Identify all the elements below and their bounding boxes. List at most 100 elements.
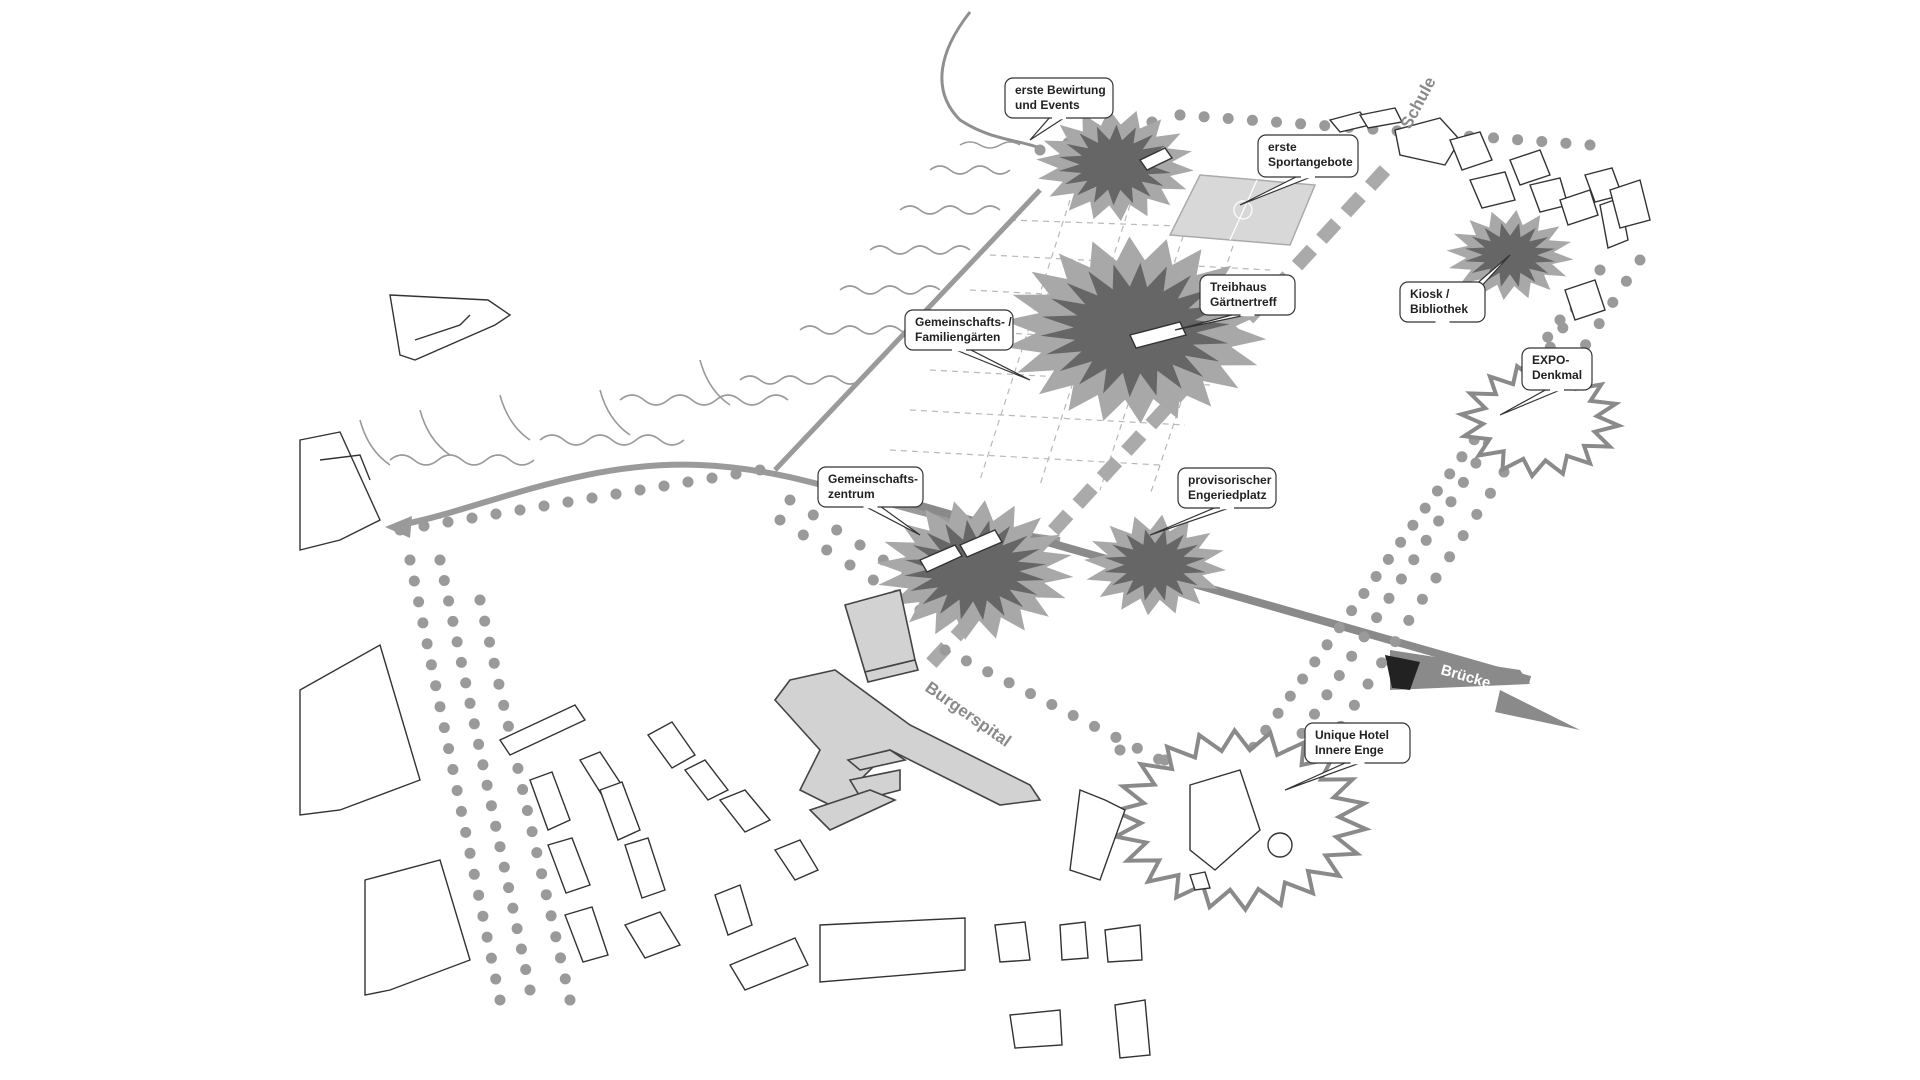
tree-dot <box>1620 275 1632 287</box>
tree-dot <box>1457 530 1469 542</box>
tree-dot <box>507 902 519 914</box>
tree-dot <box>502 720 514 732</box>
tree-dot <box>1484 487 1496 499</box>
tree-dot <box>831 524 843 536</box>
tree-dot <box>1430 572 1442 584</box>
tree-dot <box>1089 720 1100 732</box>
burst-greenhouse <box>1003 236 1267 424</box>
tree-dot <box>854 539 866 551</box>
tree-dot <box>515 943 527 955</box>
tree-dot <box>417 617 429 629</box>
callout-expo-line: Denkmal <box>1532 368 1582 382</box>
tree-dot <box>982 666 994 678</box>
tree-dot <box>545 910 557 922</box>
river-line <box>940 11 1041 150</box>
tree-dot <box>494 841 506 853</box>
callout-gardens-line: Familiengärten <box>915 330 1000 344</box>
tree-dot <box>1034 144 1046 156</box>
tree-dot <box>1382 553 1394 565</box>
tree-dot <box>730 468 742 480</box>
tree-dot <box>1376 657 1388 669</box>
tree-dot <box>960 655 972 667</box>
tree-dot <box>706 472 718 484</box>
callout-community-line: Gemeinschafts- <box>828 472 918 486</box>
tree-dot <box>867 574 879 586</box>
tree-dot <box>1584 139 1596 151</box>
tree-dot <box>821 544 833 556</box>
tree-dot <box>1174 109 1186 121</box>
tree-dot <box>555 952 566 964</box>
tree-dot <box>1348 699 1360 711</box>
tree-dot <box>1433 515 1445 527</box>
tree-dot <box>754 464 766 476</box>
tree-dot <box>438 575 450 586</box>
tree-dot <box>1198 111 1210 123</box>
tree-dot <box>1333 622 1345 634</box>
callout-community: Gemeinschafts-zentrum <box>817 466 924 536</box>
tree-dot <box>408 575 420 587</box>
tree-dot <box>493 678 505 690</box>
tree-dot <box>1593 318 1605 330</box>
callout-kiosk-line: Bibliothek <box>1410 302 1468 316</box>
tree-dot <box>550 931 562 943</box>
tree-dot <box>1419 502 1431 514</box>
tree-dot <box>520 964 532 975</box>
burst-catering-core <box>1058 124 1172 206</box>
callout-catering-line: und Events <box>1015 98 1080 112</box>
tree-dot <box>443 743 455 755</box>
tree-dot <box>1114 744 1126 756</box>
tree-dot <box>1333 670 1345 681</box>
tree-dot <box>503 882 515 894</box>
tree-dot <box>1560 137 1572 149</box>
tree-dot <box>1407 519 1419 531</box>
callout-greenhouse-line: Treibhaus <box>1210 280 1267 294</box>
callout-pointer <box>950 347 1031 381</box>
hospital-complex <box>773 589 1042 831</box>
tree-dot <box>1046 699 1058 710</box>
tree-dot <box>511 923 523 935</box>
site-boundary-dashed <box>919 165 1391 675</box>
tree-dot <box>774 514 786 526</box>
tree-dot <box>524 984 536 996</box>
tree-dot <box>1362 678 1374 690</box>
tree-dot <box>1403 614 1415 626</box>
tree-dot <box>1395 573 1407 585</box>
tree-dot <box>479 615 491 627</box>
callout-square-line: provisorischer <box>1188 473 1272 487</box>
tree-dot <box>586 492 598 504</box>
callout-expo: EXPO-Denkmal <box>1499 347 1593 416</box>
tree-dot <box>1445 496 1457 508</box>
tree-dot <box>1358 588 1370 599</box>
tree-dot <box>468 718 480 730</box>
tree-dot <box>1416 593 1428 605</box>
tree-dot <box>413 596 425 608</box>
tree-dot <box>421 638 433 650</box>
tree-dot <box>434 701 446 713</box>
tree-dot <box>564 994 576 1006</box>
sports-field <box>1168 174 1317 246</box>
tree-dot <box>1321 639 1333 651</box>
tree-dot <box>494 994 506 1006</box>
tree-dot <box>1395 536 1407 548</box>
callout-kiosk: Kiosk /Bibliothek <box>1399 254 1511 324</box>
tree-dot <box>1444 551 1456 563</box>
callout-hotel-line: Unique Hotel <box>1315 728 1389 742</box>
tree-dot <box>394 524 406 536</box>
tree-dot <box>1512 134 1524 146</box>
burst-square <box>1083 514 1227 616</box>
tree-dot <box>481 931 493 943</box>
tree-dot <box>1110 731 1122 743</box>
tree-dot <box>1309 656 1321 668</box>
tree-dot <box>1408 554 1420 566</box>
tree-dot <box>1222 113 1234 124</box>
tree-dot <box>517 784 529 795</box>
tree-dot <box>464 697 476 709</box>
burst-square-core <box>1104 529 1206 601</box>
tree-dot <box>1420 534 1432 546</box>
tree-dot <box>526 826 538 838</box>
tree-dot <box>455 656 467 668</box>
callout-community-line: zentrum <box>828 487 875 501</box>
